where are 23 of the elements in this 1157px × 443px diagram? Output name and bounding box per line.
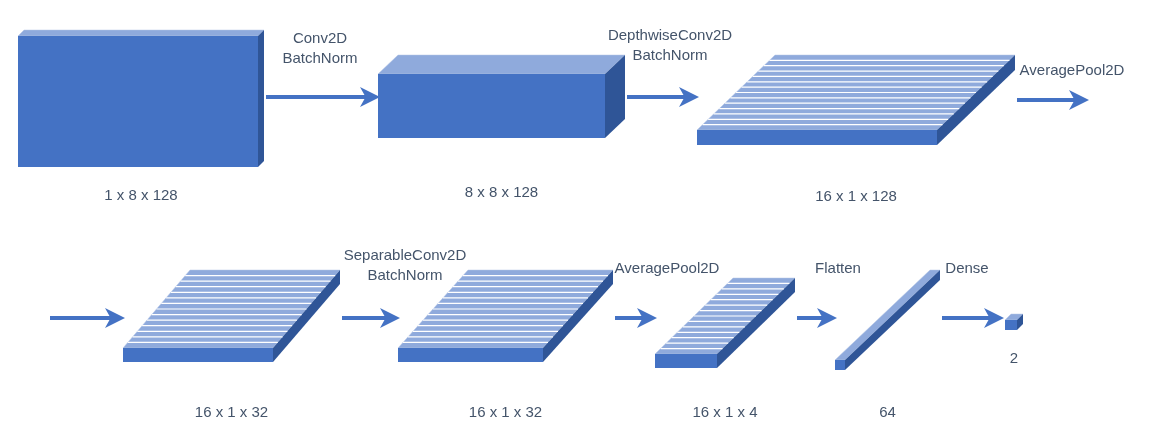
edge-label: SeparableConv2D BatchNorm [342, 245, 468, 285]
edge-label: AveragePool2D [613, 258, 721, 278]
arrow [266, 87, 380, 107]
dimension-label: 2 [1009, 349, 1019, 366]
arrow [342, 308, 400, 328]
dimension-label: 16 x 1 x 128 [815, 187, 897, 204]
edge-label: Flatten [814, 258, 862, 278]
edge-label: Conv2D BatchNorm [281, 28, 359, 68]
arrow [1017, 90, 1089, 110]
edge-label: Dense [944, 258, 990, 278]
arrow [797, 308, 837, 328]
dimension-label: 8 x 8 x 128 [464, 183, 539, 200]
dimension-label: 16 x 1 x 32 [468, 403, 543, 420]
arrow [615, 308, 657, 328]
arrow [627, 87, 699, 107]
arrow [942, 308, 1004, 328]
dimension-label: 64 [879, 403, 896, 420]
dimension-label: 1 x 8 x 128 [104, 186, 178, 203]
edge-label: AveragePool2D [1018, 60, 1126, 80]
arrow [50, 308, 125, 328]
edge-label: DepthwiseConv2D BatchNorm [606, 25, 734, 65]
dimension-label: 16 x 1 x 4 [692, 403, 758, 420]
dimension-label: 16 x 1 x 32 [194, 403, 269, 420]
